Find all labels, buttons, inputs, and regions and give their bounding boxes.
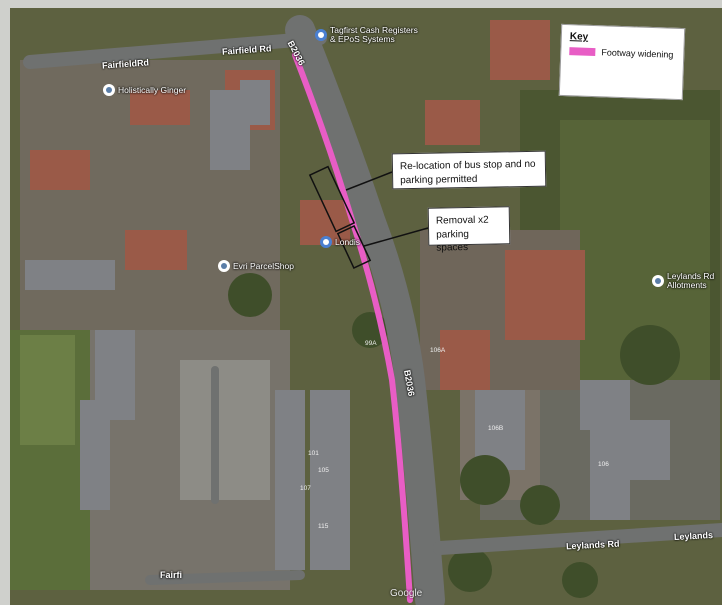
poi-label: Evri ParcelShop	[233, 261, 294, 271]
map-key: Key Footway widening	[558, 23, 686, 101]
map-pin-icon	[320, 236, 332, 248]
map-pin-icon	[315, 29, 327, 42]
poi-label: Tagfirst Cash Registers & EPoS Systems	[330, 25, 418, 45]
callout-bus-stop: Re-location of bus stop and no parking p…	[391, 150, 547, 190]
key-title: Key	[569, 31, 589, 43]
poi-tagfirst[interactable]: Tagfirst Cash Registers & EPoS Systems	[315, 25, 422, 45]
poi-holistically-ginger[interactable]: Holistically Ginger	[103, 84, 186, 96]
house-number: 115	[318, 523, 329, 530]
house-number: 105	[318, 467, 329, 474]
poi-londis[interactable]: Londis	[320, 236, 360, 248]
house-number: 106A	[430, 347, 446, 354]
footway-widening-line	[292, 52, 413, 603]
poi-leylands-allotments[interactable]: Leylands Rd Allotments	[652, 271, 722, 291]
poi-label: Holistically Ginger	[118, 85, 187, 95]
key-swatch	[569, 47, 596, 57]
house-number: 99A	[365, 340, 377, 347]
google-watermark: Google	[390, 588, 423, 599]
key-label: Footway widening	[601, 47, 674, 60]
house-number: 101	[308, 450, 319, 457]
map-pin-icon	[652, 275, 664, 288]
house-number: 106	[598, 461, 609, 468]
key-item-footway: Footway widening	[569, 46, 675, 60]
house-number: 106B	[488, 425, 503, 432]
house-number: 107	[300, 485, 311, 492]
poi-label: Londis	[335, 237, 361, 247]
poi-evri[interactable]: Evri ParcelShop	[218, 260, 294, 272]
callout-parking-removal: Removal x2 parking spaces	[427, 206, 511, 254]
map-pin-icon	[103, 84, 115, 96]
road-label-leylands-rd-2: Leylands	[673, 529, 714, 543]
road-label-fairfield-bottom: Fairfi	[160, 570, 183, 580]
poi-label: Leylands Rd Allotments	[667, 271, 715, 291]
map-pin-icon	[218, 260, 230, 272]
